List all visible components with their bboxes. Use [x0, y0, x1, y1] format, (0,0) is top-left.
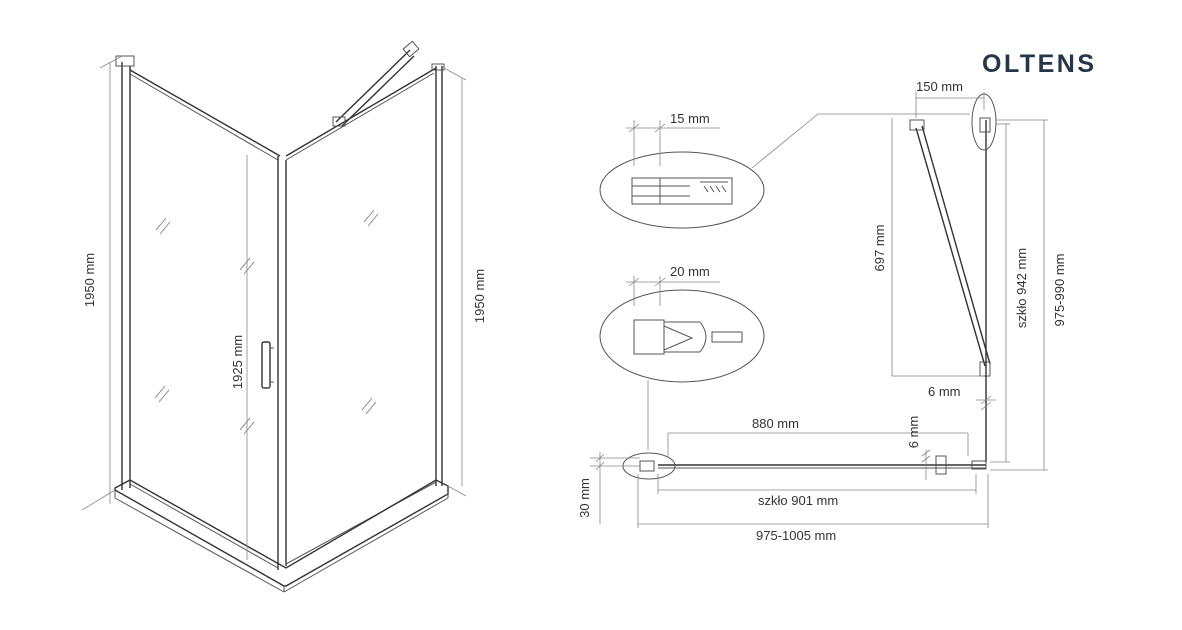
- glass-reflections: [154, 209, 379, 435]
- dim-glass-side: szkło 942 mm: [1014, 248, 1029, 328]
- dim-glass-front: szkło 901 mm: [758, 493, 838, 508]
- dim-tray-height: 30 mm: [577, 478, 592, 518]
- brand-logo: OLTENS: [982, 50, 1097, 78]
- detail-profile-top: [599, 113, 970, 229]
- dim-height-left: 1950 mm: [82, 253, 97, 307]
- dim-door-opening: 880 mm: [752, 416, 799, 431]
- dim-height-right: 1950 mm: [472, 269, 487, 323]
- dim-gap-front: 6 mm: [906, 416, 921, 449]
- detail-profile-middle: [599, 276, 765, 450]
- cabin-isometric-view: [81, 40, 467, 593]
- dim-detail-top: 15 mm: [670, 111, 710, 126]
- dim-height-inner: 1925 mm: [230, 335, 245, 389]
- dim-detail-middle: 20 mm: [670, 264, 710, 279]
- dim-gap-side: 6 mm: [928, 384, 961, 399]
- dim-side-range: 975-990 mm: [1052, 254, 1067, 327]
- plan-view: [590, 92, 1048, 528]
- dim-arm-width: 150 mm: [916, 79, 963, 94]
- dim-front-range: 975-1005 mm: [756, 528, 836, 543]
- dim-arm-length: 697 mm: [872, 225, 887, 272]
